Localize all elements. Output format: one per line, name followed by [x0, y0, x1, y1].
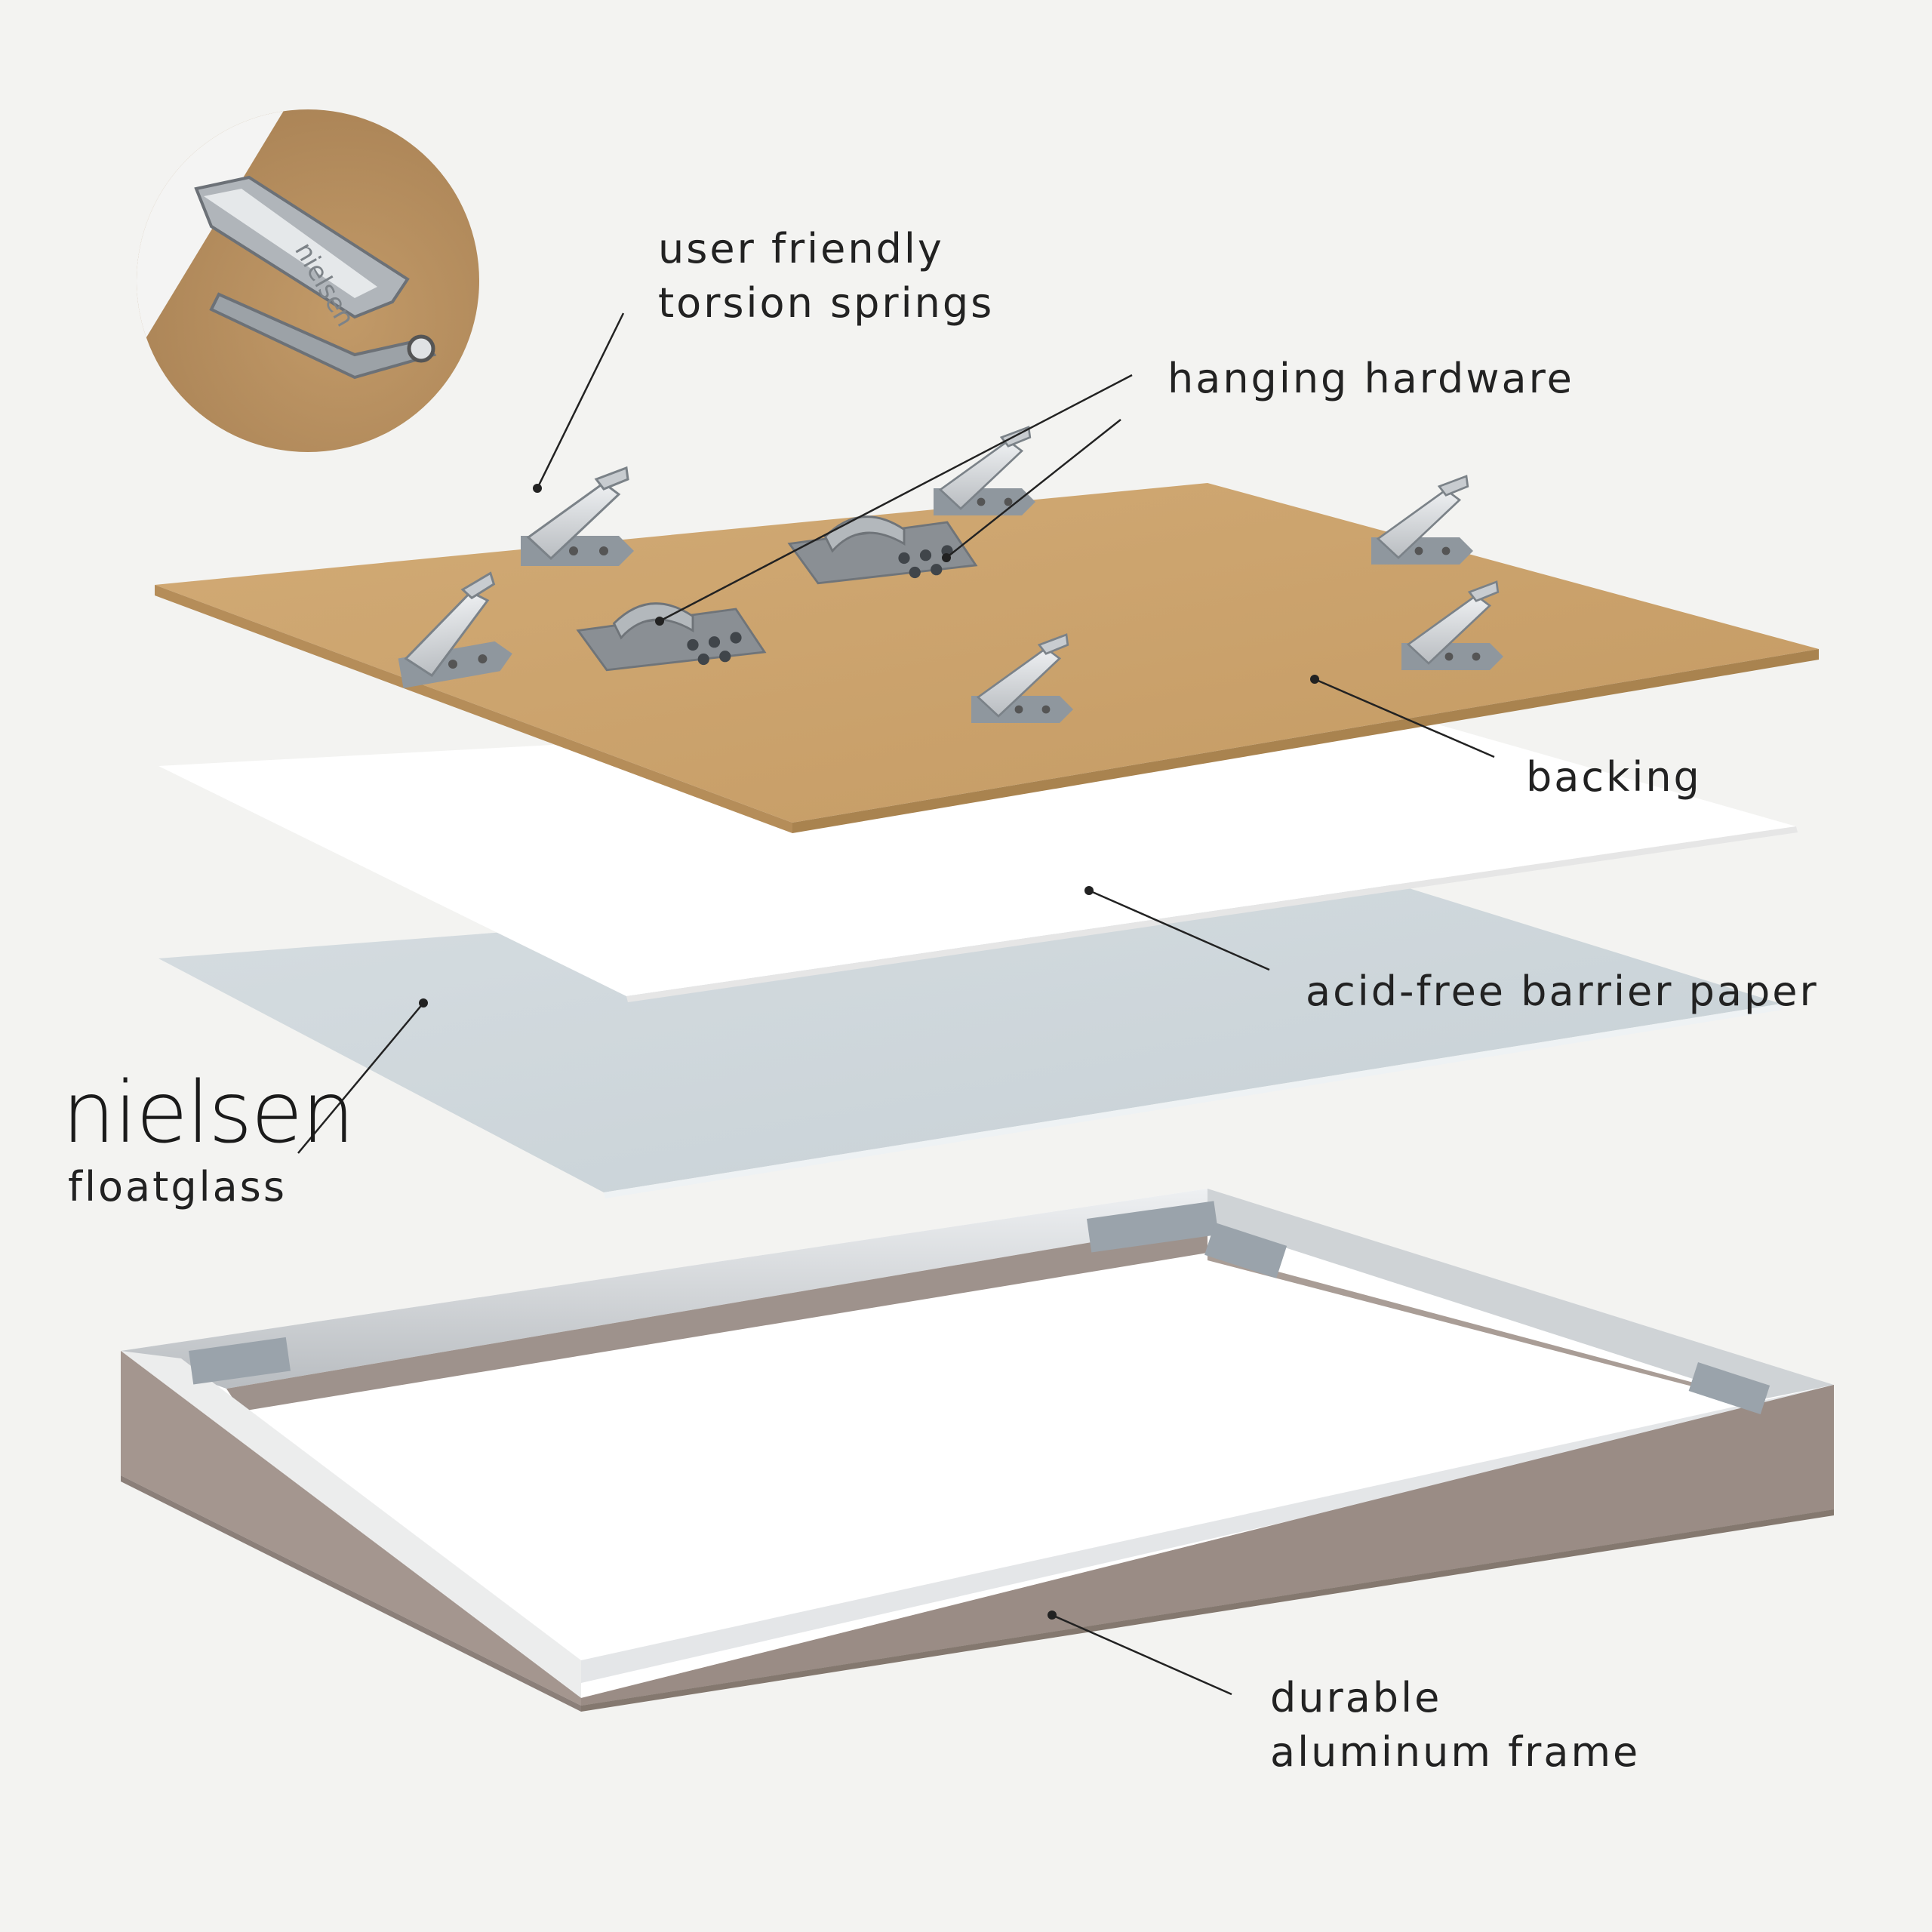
leader-dots — [419, 484, 1319, 1620]
label-floatglass: floatglass — [68, 1163, 287, 1211]
aluminum-frame — [121, 1189, 1834, 1712]
spring-detail-circle: nielsen — [137, 109, 479, 452]
label-hanging-hardware: hanging hardware — [1168, 355, 1574, 402]
label-barrier-paper: acid-free barrier paper — [1306, 968, 1819, 1015]
label-torsion-springs: user friendly torsion springs — [658, 225, 995, 327]
label-aluminum-frame: durable aluminum frame — [1270, 1674, 1641, 1776]
nielsen-logo: nielsen — [62, 1064, 355, 1162]
barrier-paper-layer — [158, 702, 1796, 996]
leader-lines — [297, 312, 1495, 1696]
backing-board — [155, 483, 1819, 823]
label-backing: backing — [1526, 753, 1702, 801]
